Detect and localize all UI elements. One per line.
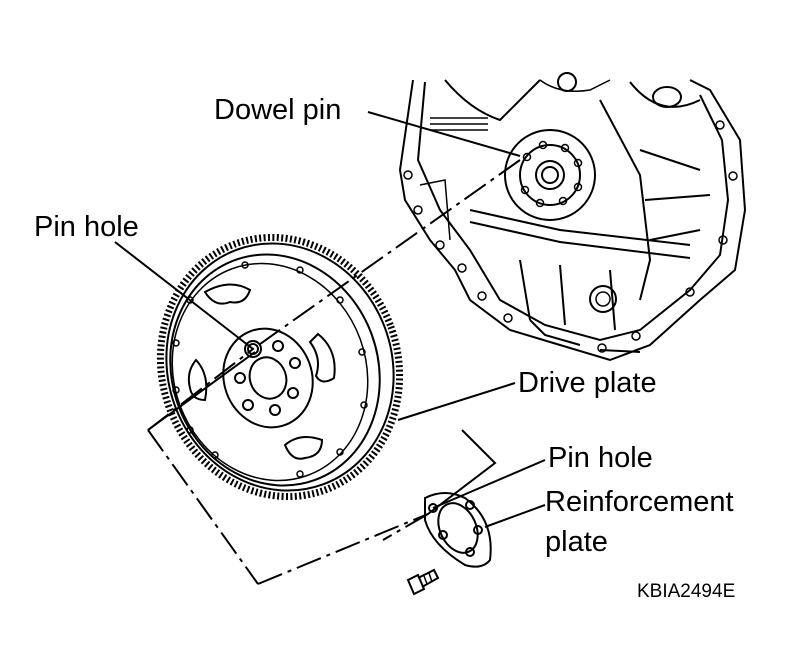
leader-pin-hole-lower — [432, 459, 546, 509]
engine-block — [398, 72, 747, 362]
label-reinforcement-line2: plate — [545, 526, 608, 558]
label-reinforcement-line1: Reinforcement — [545, 486, 734, 518]
label-drive-plate: Drive plate — [518, 367, 657, 399]
bracket-right — [427, 429, 497, 515]
leader-dowel-pin — [367, 111, 521, 157]
drive-plate — [156, 233, 404, 501]
bolt — [406, 568, 440, 596]
leader-reinforcement-plate — [484, 504, 546, 528]
leader-pin-hole-upper — [114, 241, 254, 350]
label-dowel-pin: Dowel pin — [214, 94, 341, 126]
label-pin-hole-upper: Pin hole — [34, 211, 139, 243]
alignment-lines — [147, 159, 521, 585]
reinforcement-plate — [424, 492, 492, 568]
leader-drive-plate — [397, 382, 516, 421]
label-pin-hole-lower: Pin hole — [548, 442, 653, 474]
figure-code: KBIA2494E — [637, 581, 735, 602]
